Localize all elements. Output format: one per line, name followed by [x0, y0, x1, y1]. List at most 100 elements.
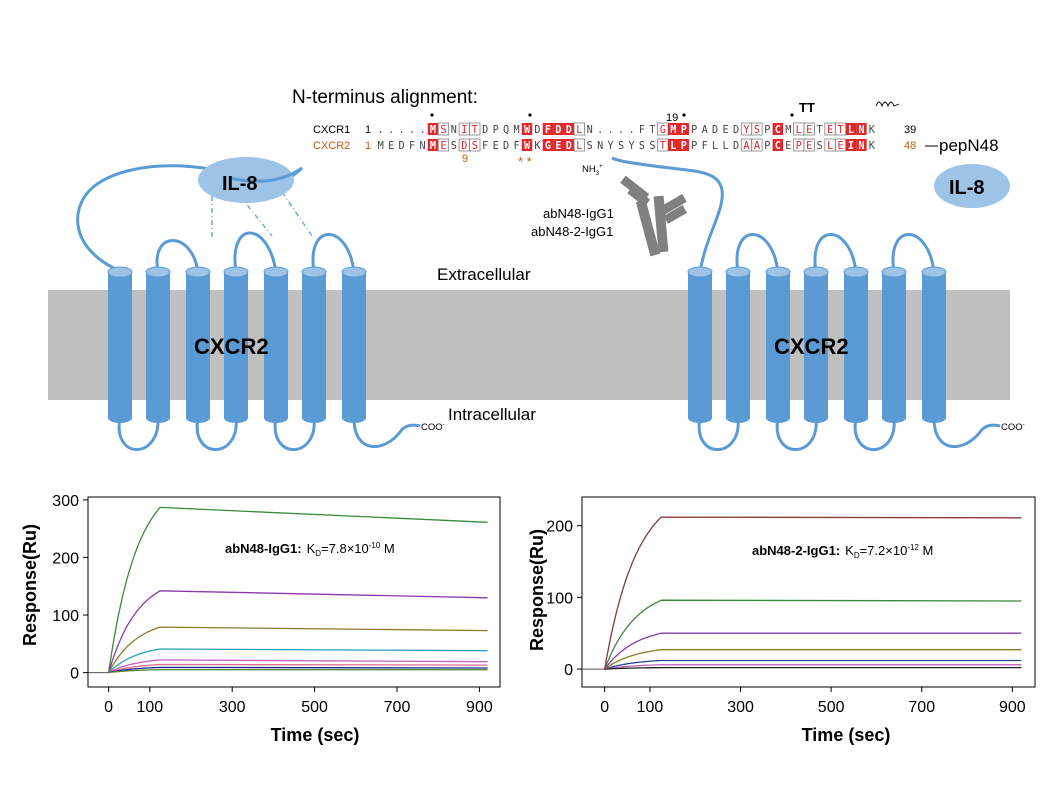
residue: D [503, 141, 509, 152]
residue: F [639, 125, 645, 136]
residue: W [524, 141, 531, 152]
sensorgram-series [604, 666, 1022, 670]
conserved-residue-box [521, 123, 533, 135]
conserved-residue-box [668, 123, 679, 135]
extracellular-loop [813, 233, 858, 273]
sensorgram-series [108, 626, 488, 673]
residue: Y [608, 141, 614, 152]
alignment-title: N-terminus alignment: [292, 87, 478, 108]
y-axis-title-2: Response(Ru) [527, 529, 547, 651]
residue: N [451, 125, 457, 136]
pep-label: pepN48 [939, 136, 999, 155]
residue: M [430, 141, 436, 152]
residue: D [461, 141, 467, 152]
residue: K [869, 125, 876, 136]
x-tick-label: 300 [219, 699, 246, 716]
antibody-icon [620, 175, 688, 257]
helix-bottom-cap [302, 413, 326, 423]
receptor-left: CXCR2 COO- IL-8 [76, 157, 445, 451]
conserved-residue-box [521, 139, 533, 151]
residue: E [555, 141, 561, 152]
residue: L [848, 125, 854, 136]
sensorgram-series [108, 659, 488, 674]
residue: G [545, 141, 551, 152]
residue: E [723, 125, 729, 136]
residue: . [597, 125, 603, 136]
x-tick-label: 500 [301, 699, 328, 716]
residue: L [576, 125, 582, 136]
transmembrane-helix [264, 272, 288, 418]
transmembrane-helix [726, 272, 750, 418]
transmembrane-helix [108, 272, 132, 418]
receptor-right: CXCR2 COO- NH3+ IL-8 [582, 156, 1025, 451]
residue: D [555, 125, 561, 136]
nh3-label: NH3+ [582, 164, 603, 177]
residue: T [472, 125, 478, 136]
helix-bottom-cap [224, 413, 248, 423]
seq-name-cxcr2: CXCR2 [313, 140, 350, 152]
helix-bottom-cap [146, 413, 170, 423]
coo-label-left: COO- [421, 422, 445, 433]
conserved-residue-box [542, 123, 554, 135]
antibody-label-1: abN48-IgG1 [543, 206, 614, 221]
residue: S [618, 141, 624, 152]
residue: M [670, 125, 676, 136]
receptor-label-left: CXCR2 [194, 334, 269, 359]
coo-label-right: COO- [1001, 422, 1025, 433]
conserved-residue-box [845, 123, 857, 135]
dot-marker [790, 113, 794, 117]
helix-top-cap [803, 266, 829, 278]
residue: A [702, 125, 708, 136]
residue: . [388, 125, 394, 136]
helix-bottom-cap [882, 413, 906, 423]
sensorgram-series [108, 666, 488, 674]
transmembrane-helix [342, 272, 366, 418]
sensorgram-series [603, 599, 1022, 670]
helix-bottom-cap [688, 413, 712, 423]
seq-end-cxcr2: 48 [904, 140, 916, 152]
residue: D [566, 125, 572, 136]
conserved-residue-box [668, 139, 679, 151]
residue: D [534, 125, 540, 136]
intracellular-loop [195, 417, 238, 451]
residue: L [576, 141, 582, 152]
position-19-label: 19 [666, 112, 678, 124]
transmembrane-helix [766, 272, 790, 418]
residue: D [482, 125, 488, 136]
seq-start-cxcr1: 1 [365, 124, 371, 136]
residue: E [806, 125, 812, 136]
helix-top-cap [107, 266, 133, 278]
y-axis-title-1: Response(Ru) [20, 524, 40, 646]
helix-bottom-cap [342, 413, 366, 423]
n-terminus-overlap [229, 166, 303, 183]
residue: T [817, 125, 823, 136]
residue: E [827, 125, 833, 136]
residue: L [670, 141, 676, 152]
x-tick-label: 100 [136, 699, 163, 716]
residue: F [545, 125, 551, 136]
residue: M [514, 125, 520, 136]
residue: D [733, 141, 739, 152]
transmembrane-helix [922, 272, 946, 418]
intracellular-loop [117, 417, 160, 451]
x-tick-label: 900 [466, 699, 493, 716]
residue: E [388, 141, 394, 152]
residue: L [712, 141, 718, 152]
y-tick-label: 200 [546, 519, 573, 536]
extracellular-loop [891, 233, 936, 273]
residue: F [409, 141, 415, 152]
residue: . [419, 125, 425, 136]
sensorgram-series [107, 506, 488, 673]
residue: P [681, 125, 687, 136]
y-tick-label: 0 [70, 666, 79, 683]
transmembrane-helix [804, 272, 828, 418]
residue: L [723, 141, 729, 152]
kd-annotation-1: abN48-IgG1:KD=7.8×10-10 M [225, 541, 395, 558]
similar-residue-box [573, 138, 585, 152]
helix-bottom-cap [804, 413, 828, 423]
extracellular-loop [311, 233, 356, 273]
